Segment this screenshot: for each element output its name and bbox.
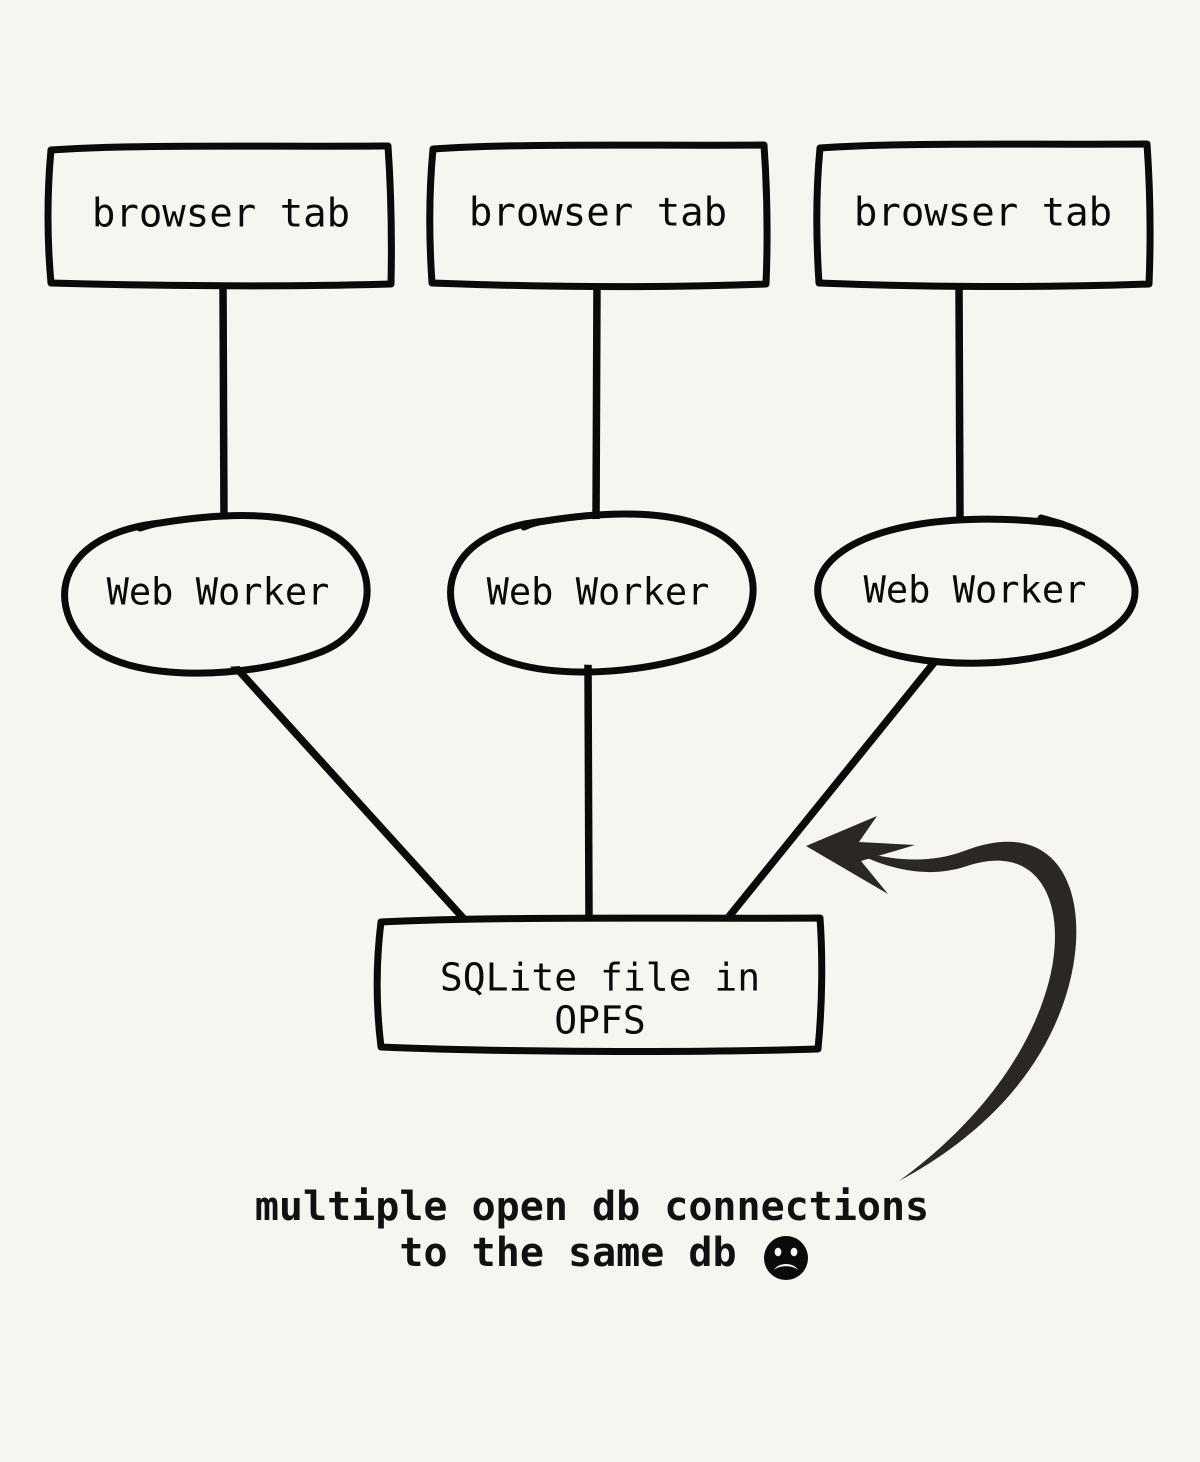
web-worker-node-1[interactable]: Web Worker	[57, 512, 373, 677]
connector-worker1-store	[228, 659, 467, 922]
frowning-face-icon-svg	[764, 1236, 808, 1280]
annotation-curved-arrow-shaft	[846, 841, 1077, 1181]
browser-tab-node-1[interactable]: browser tab	[44, 142, 395, 290]
browser-tab-label-1: browser tab	[92, 192, 350, 237]
browser-tab-box-2-outline	[426, 141, 771, 291]
annotation-arrowhead	[806, 816, 915, 894]
sqlite-store-label-line2: OPFS	[554, 999, 646, 1043]
browser-tab-label-2: browser tab	[469, 191, 727, 236]
web-worker-ellipse-2-outline	[447, 510, 757, 676]
web-worker-label-3: Web Worker	[864, 569, 1087, 612]
connector-tab2-worker2	[592, 282, 601, 522]
browser-tab-node-2[interactable]: browser tab	[426, 141, 771, 291]
connector-group-tab-to-worker	[219, 282, 964, 523]
web-worker-node-3[interactable]: Web Worker	[814, 514, 1139, 667]
annotation-caption-line1: multiple open db connections	[255, 1184, 929, 1230]
annotation-caption-line2: to the same db	[399, 1230, 736, 1276]
web-worker-ellipse-3-outline	[814, 514, 1139, 667]
web-worker-label-2: Web Worker	[487, 571, 710, 614]
web-worker-node-2[interactable]: Web Worker	[439, 510, 757, 676]
browser-tab-label-3: browser tab	[854, 191, 1112, 236]
connector-group-worker-to-store	[228, 656, 940, 922]
web-worker-label-1: Web Worker	[107, 571, 330, 614]
browser-tab-node-3[interactable]: browser tab	[813, 140, 1154, 291]
annotation-arrow-group	[806, 816, 1077, 1181]
connector-tab3-worker3	[955, 282, 964, 522]
browser-tab-box-1-outline	[44, 142, 395, 290]
sqlite-store-box-outline	[373, 914, 826, 1055]
web-worker-ellipse-1-outline	[61, 512, 371, 677]
connector-worker3-store	[724, 656, 940, 922]
sqlite-store-label-line1: SQLite file in	[440, 956, 760, 1000]
browser-tab-box-3-outline	[813, 140, 1154, 291]
sqlite-store-node[interactable]: SQLite file in OPFS	[373, 914, 826, 1055]
frowning-face-icon	[762, 1234, 810, 1282]
annotation-caption: multiple open db connections to the same…	[255, 1184, 929, 1276]
connector-tab1-worker1	[219, 282, 228, 523]
connector-worker2-store	[584, 662, 593, 920]
